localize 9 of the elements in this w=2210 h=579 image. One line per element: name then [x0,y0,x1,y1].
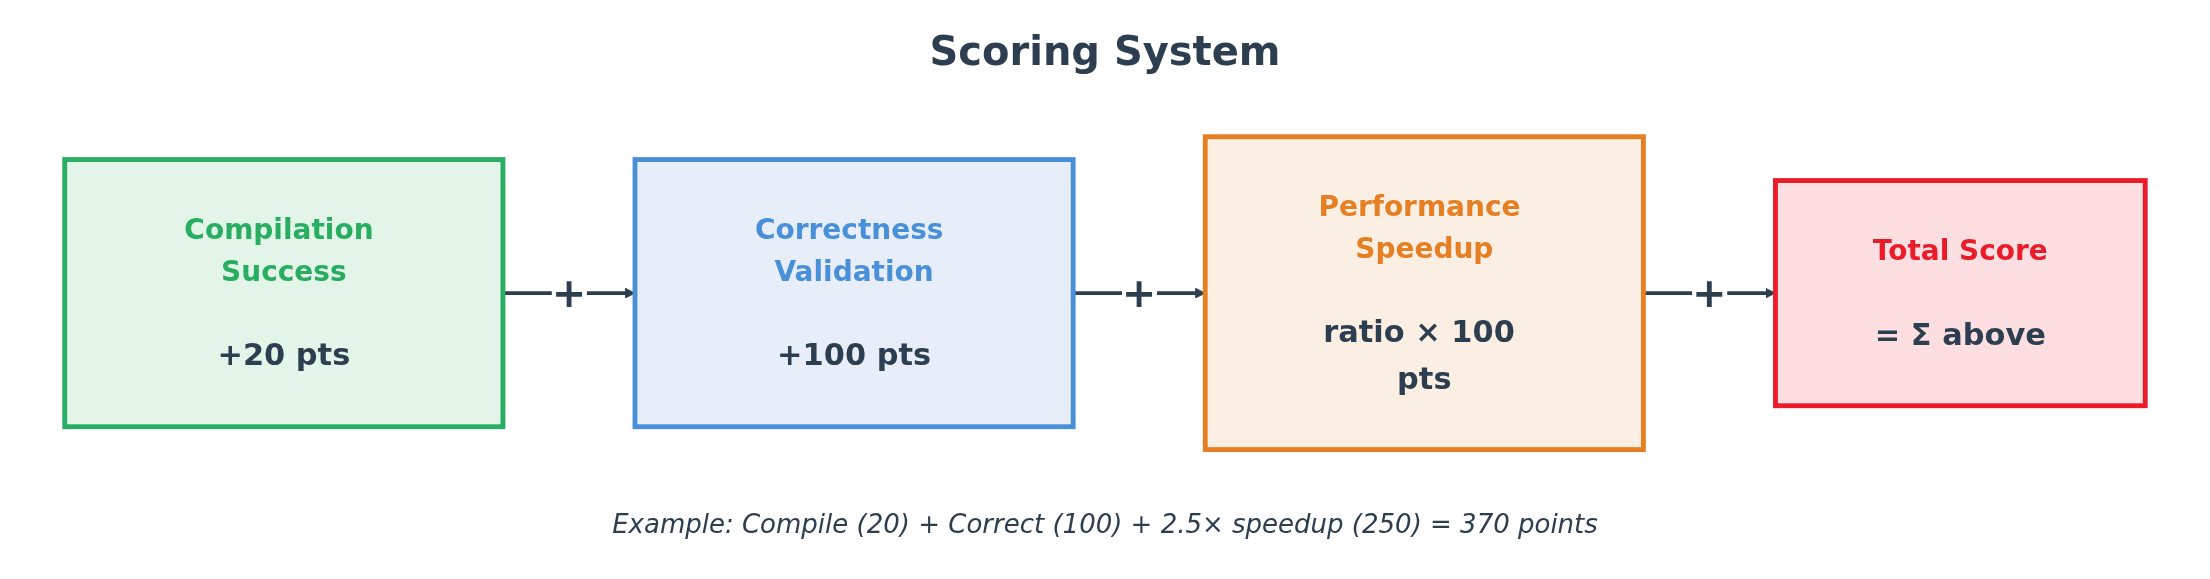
node-box: Performance Speedup ratio × 100 pts [1202,134,1646,453]
diagram-title: Scoring System [929,28,1281,74]
edge-label: + [1692,268,1727,318]
node-box: Compilation Success +20 pts [62,157,506,430]
node-box: Total Score = Σ above [1773,178,2148,409]
edge-label: + [551,268,587,318]
node-box: Correctness Validation +100 pts [632,157,1076,430]
edge-label: + [1121,268,1157,318]
caption: Example: Compile (20) + Correct (100) + 2.5× speedup (250) = 370 points [612,509,1598,539]
